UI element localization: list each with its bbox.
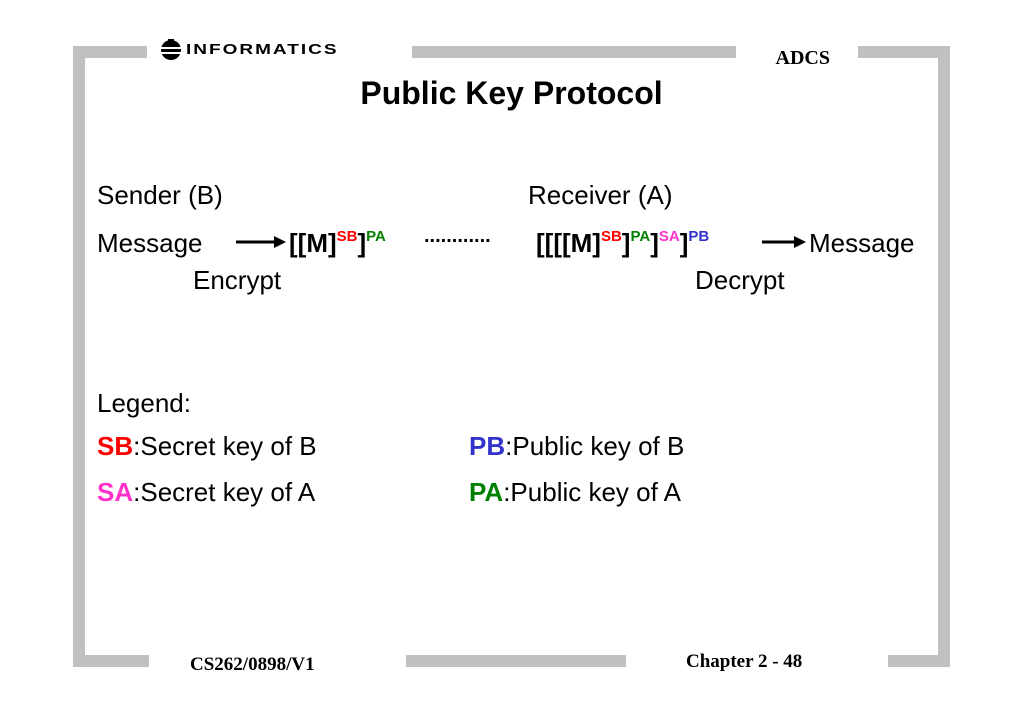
frame-right-side <box>938 46 950 667</box>
footer-page-number: Chapter 2 - 48 <box>686 651 803 672</box>
page-title: Public Key Protocol <box>360 75 663 111</box>
frame-bottom-middle <box>406 655 626 667</box>
decrypt-label: Decrypt <box>695 265 785 295</box>
legend-item-sb: SB:Secret key of B <box>97 431 317 462</box>
received-base: [[[[M] <box>536 228 601 258</box>
legend-key-pb: PB <box>469 431 506 461</box>
frame-top-right <box>858 46 950 58</box>
encrypt-arrow-icon <box>236 236 286 248</box>
received-message: [[[[M]SB]PA]SA]PB <box>536 228 709 259</box>
received-sup-sa: SA <box>658 228 680 245</box>
receiver-message-label: Message <box>809 228 915 258</box>
received-close-3: ] <box>679 228 689 258</box>
legend-key-sb: SB <box>97 431 134 461</box>
legend-text-pa: :Public key of A <box>503 477 681 507</box>
legend-item-sa: SA:Secret key of A <box>97 477 315 508</box>
encrypt-label: Encrypt <box>193 265 282 295</box>
legend-key-sa: SA <box>97 477 134 507</box>
frame-bottom-left <box>73 655 149 667</box>
decrypt-arrow-icon <box>762 236 806 248</box>
encrypted-message: [[M]SB]PA <box>289 228 386 259</box>
encrypted-close: ] <box>357 228 367 258</box>
legend-item-pa: PA:Public key of A <box>469 477 681 508</box>
course-label: ADCS <box>775 47 830 69</box>
frame-top-middle <box>412 46 736 58</box>
frame-top-left <box>73 46 147 58</box>
received-close-1: ] <box>621 228 631 258</box>
encrypted-sup-pa: PA <box>366 228 386 245</box>
received-sup-pa: PA <box>630 228 651 245</box>
informatics-logo: INFORMATICS <box>160 36 339 64</box>
footer-course-code: CS262/0898/V1 <box>190 654 315 675</box>
sender-message-label: Message <box>97 228 203 258</box>
received-sup-pb: PB <box>688 228 710 245</box>
encrypted-sup-sb: SB <box>336 228 358 245</box>
legend-key-pa: PA <box>469 477 504 507</box>
logo-text: INFORMATICS <box>186 41 339 58</box>
transmission-dots: ............ <box>424 225 491 247</box>
received-sup-sb: SB <box>600 228 622 245</box>
informatics-logo-icon <box>160 39 182 60</box>
legend-heading: Legend: <box>97 388 191 418</box>
received-close-2: ] <box>650 228 659 258</box>
legend-text-sa: :Secret key of A <box>133 477 316 507</box>
sender-heading: Sender (B) <box>97 180 223 210</box>
frame-left-side <box>73 46 85 667</box>
legend-text-pb: :Public key of B <box>505 431 685 461</box>
legend-text-sb: :Secret key of B <box>133 431 317 461</box>
receiver-heading: Receiver (A) <box>528 180 673 210</box>
legend-item-pb: PB:Public key of B <box>469 431 684 462</box>
encrypted-base: [[M] <box>289 228 337 258</box>
frame-bottom-right <box>888 655 950 667</box>
